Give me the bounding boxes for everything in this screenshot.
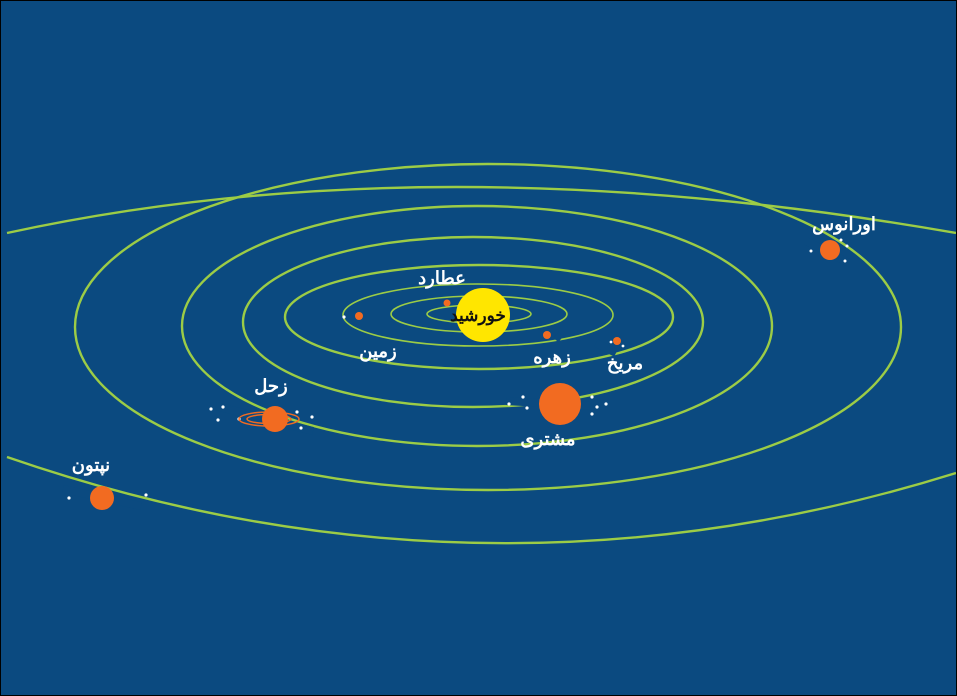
uranus-label: اورانوس	[812, 214, 876, 235]
orbit-neptune	[6, 185, 956, 235]
gap-venus	[553, 331, 564, 343]
saturn-label: زحل	[254, 376, 287, 397]
orbit-earth	[342, 283, 614, 347]
orbit-neptune-lower	[6, 455, 956, 545]
inner-orbits	[73, 162, 903, 492]
orbit-jupiter	[241, 235, 705, 409]
mars-label: مریخ	[607, 353, 643, 374]
venus-label: زهره	[533, 347, 571, 368]
sun-label: خورشید	[450, 306, 506, 326]
neptune-label: نپتون	[72, 455, 110, 476]
gap-mars	[594, 339, 618, 357]
mars	[613, 337, 621, 345]
earth-label: زمین	[359, 341, 396, 362]
venus	[543, 331, 551, 339]
neptune-moon-2	[144, 493, 148, 497]
mercury-label: عطارد	[418, 268, 466, 289]
jupiter	[539, 383, 581, 425]
mars-moon-1	[609, 340, 613, 344]
mercury	[443, 299, 451, 307]
orbit-saturn	[180, 204, 774, 448]
orbit-mars	[283, 263, 675, 371]
uranus	[820, 240, 840, 260]
saturn	[262, 406, 288, 432]
mars-moon-2	[621, 344, 625, 348]
earth-moon	[342, 315, 346, 319]
earth	[355, 312, 363, 320]
uranus-moons	[809, 238, 849, 263]
neptune-moon-1	[67, 496, 71, 500]
neptune	[90, 486, 114, 510]
jupiter-label: مشتری	[520, 429, 575, 450]
jupiter-moons	[507, 395, 608, 416]
orbit-uranus	[73, 162, 903, 492]
sun	[456, 288, 510, 342]
